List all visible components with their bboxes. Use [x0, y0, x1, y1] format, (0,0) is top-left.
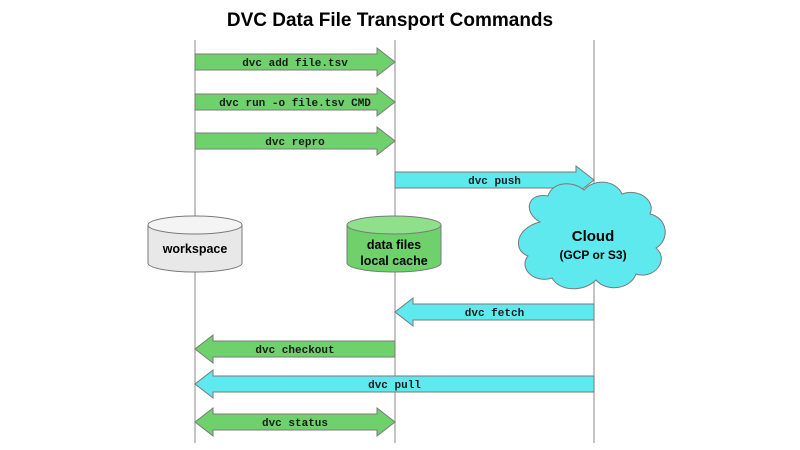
- command-arrow: [194, 368, 595, 400]
- cache-label-line2: local cache: [360, 254, 427, 268]
- command-arrow: [394, 164, 595, 196]
- command-arrows: dvc add file.tsv dvc run -o file.tsv CMD d…: [194, 46, 595, 438]
- command-label: dvc status: [262, 418, 328, 430]
- workspace-cylinder-top: [147, 215, 243, 235]
- command-label: dvc push: [468, 176, 521, 188]
- command-label: dvc add file.tsv: [242, 58, 348, 70]
- command-arrow: [194, 125, 396, 157]
- diagram-title: DVC Data File Transport Commands: [227, 10, 553, 31]
- cache-cylinder-top: [346, 215, 442, 235]
- cloud-node: Cloud (GCP or S3): [518, 181, 666, 290]
- command-label: dvc pull: [368, 380, 421, 392]
- workspace-node: workspace: [147, 215, 243, 273]
- command-label: dvc run -o file.tsv CMD: [219, 98, 371, 110]
- command-arrow: [194, 333, 396, 365]
- command-arrow: [394, 296, 595, 328]
- cache-cylinder-body: [346, 225, 442, 273]
- command-label: dvc checkout: [255, 345, 334, 357]
- command-label: dvc fetch: [465, 308, 524, 320]
- cache-label-line1: data files: [367, 238, 421, 252]
- cache-node: data files local cache: [346, 215, 442, 273]
- command-arrow: [194, 406, 396, 438]
- command-arrow: [194, 46, 396, 78]
- workspace-cylinder-body: [147, 225, 243, 273]
- workspace-label: workspace: [162, 242, 228, 256]
- cloud-subtitle: (GCP or S3): [559, 248, 626, 262]
- cloud-shape: [518, 181, 666, 290]
- command-arrow: [194, 86, 396, 118]
- command-label: dvc repro: [265, 137, 325, 149]
- cloud-title: Cloud: [572, 228, 615, 245]
